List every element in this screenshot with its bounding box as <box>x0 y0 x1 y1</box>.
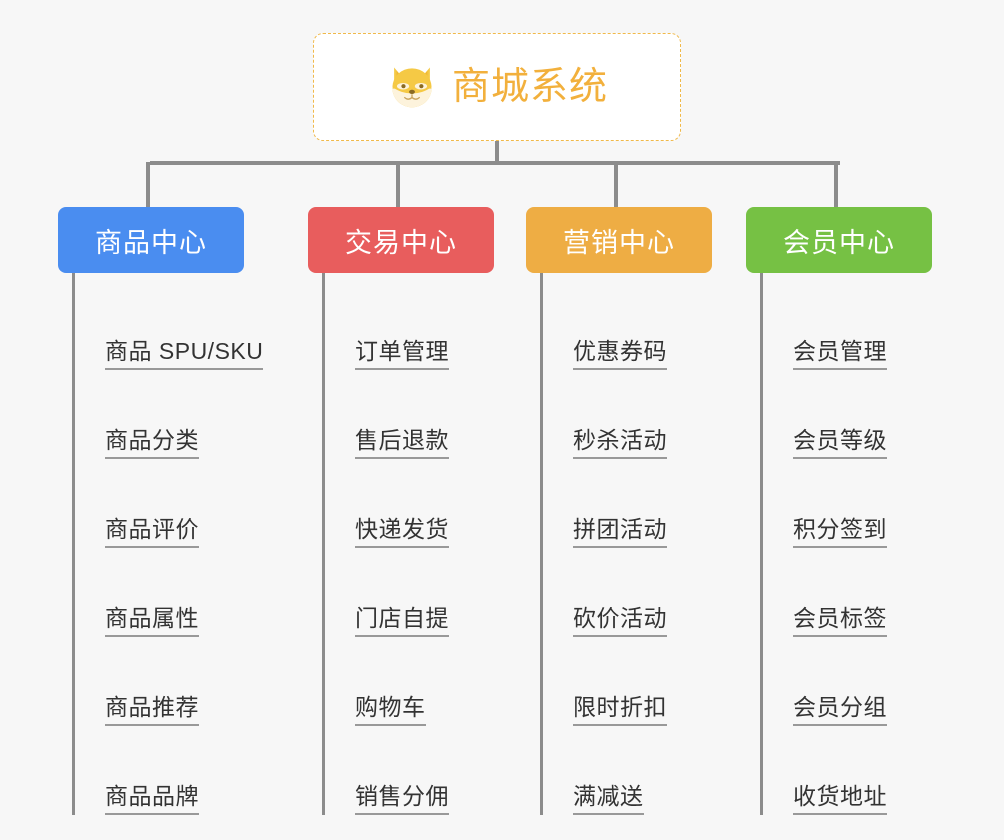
list-item[interactable]: 秒杀活动 <box>543 370 712 459</box>
column-member-center: 会员中心会员管理会员等级积分签到会员标签会员分组收货地址 <box>746 207 932 815</box>
leaf-list-product-center: 商品 SPU/SKU 商品分类商品评价商品属性商品推荐商品品牌 <box>72 273 264 815</box>
list-item[interactable]: 优惠券码 <box>543 281 712 370</box>
column-trade-center: 交易中心订单管理售后退款快递发货门店自提购物车销售分佣 <box>308 207 494 815</box>
root-title: 商城系统 <box>451 66 608 108</box>
leaf-label: 满减送 <box>573 783 644 815</box>
connector-horizontal-bus <box>150 161 840 165</box>
leaf-label: 门店自提 <box>355 605 449 637</box>
list-item[interactable]: 会员标签 <box>763 548 932 637</box>
list-item[interactable]: 收货地址 <box>763 726 932 815</box>
list-item[interactable]: 商品评价 <box>75 459 244 548</box>
leaf-label: 商品品牌 <box>105 783 199 815</box>
connector-drop-product-center <box>146 162 150 208</box>
list-item[interactable]: 砍价活动 <box>543 548 712 637</box>
list-item[interactable]: 满减送 <box>543 726 712 815</box>
leaf-label: 快递发货 <box>355 516 449 548</box>
leaf-label: 商品 SPU/SKU <box>105 338 264 370</box>
column-header-product-center[interactable]: 商品中心 <box>58 207 244 273</box>
shiba-dog-icon <box>386 61 438 113</box>
leaf-label: 商品属性 <box>105 605 199 637</box>
list-item[interactable]: 销售分佣 <box>325 726 494 815</box>
leaf-label: 秒杀活动 <box>573 427 667 459</box>
list-item[interactable]: 商品品牌 <box>75 726 244 815</box>
list-item[interactable]: 订单管理 <box>325 281 494 370</box>
leaf-label: 售后退款 <box>355 427 449 459</box>
leaf-label: 商品推荐 <box>105 694 199 726</box>
list-item[interactable]: 购物车 <box>325 637 494 726</box>
list-item[interactable]: 积分签到 <box>763 459 932 548</box>
list-item[interactable]: 限时折扣 <box>543 637 712 726</box>
column-header-member-center[interactable]: 会员中心 <box>746 207 932 273</box>
leaf-label: 商品分类 <box>105 427 199 459</box>
list-item[interactable]: 快递发货 <box>325 459 494 548</box>
list-item[interactable]: 售后退款 <box>325 370 494 459</box>
list-item[interactable]: 商品 SPU/SKU <box>75 281 264 370</box>
column-marketing-center: 营销中心优惠券码秒杀活动拼团活动砍价活动限时折扣满减送 <box>526 207 712 815</box>
connector-trunk-vertical <box>495 141 499 165</box>
leaf-label: 会员分组 <box>793 694 887 726</box>
leaf-list-trade-center: 订单管理售后退款快递发货门店自提购物车销售分佣 <box>322 273 494 815</box>
leaf-label: 销售分佣 <box>355 783 449 815</box>
leaf-list-member-center: 会员管理会员等级积分签到会员标签会员分组收货地址 <box>760 273 932 815</box>
leaf-label: 订单管理 <box>355 338 449 370</box>
leaf-label: 砍价活动 <box>573 605 667 637</box>
leaf-label: 优惠券码 <box>573 338 667 370</box>
list-item[interactable]: 门店自提 <box>325 548 494 637</box>
leaf-label: 积分签到 <box>793 516 887 548</box>
list-item[interactable]: 拼团活动 <box>543 459 712 548</box>
column-header-trade-center[interactable]: 交易中心 <box>308 207 494 273</box>
leaf-label: 拼团活动 <box>573 516 667 548</box>
list-item[interactable]: 会员管理 <box>763 281 932 370</box>
column-product-center: 商品中心商品 SPU/SKU 商品分类商品评价商品属性商品推荐商品品牌 <box>58 207 264 815</box>
connector-drop-member-center <box>834 162 838 208</box>
connector-drop-marketing-center <box>614 162 618 208</box>
leaf-label: 购物车 <box>355 694 426 726</box>
list-item[interactable]: 会员分组 <box>763 637 932 726</box>
leaf-label: 会员管理 <box>793 338 887 370</box>
list-item[interactable]: 商品推荐 <box>75 637 244 726</box>
leaf-label: 限时折扣 <box>573 694 667 726</box>
list-item[interactable]: 商品分类 <box>75 370 244 459</box>
column-header-marketing-center[interactable]: 营销中心 <box>526 207 712 273</box>
leaf-label: 收货地址 <box>793 783 887 815</box>
leaf-label: 会员标签 <box>793 605 887 637</box>
root-node[interactable]: 商城系统 <box>313 33 681 141</box>
list-item[interactable]: 商品属性 <box>75 548 244 637</box>
list-item[interactable]: 会员等级 <box>763 370 932 459</box>
leaf-label: 商品评价 <box>105 516 199 548</box>
connector-drop-trade-center <box>396 162 400 208</box>
leaf-label: 会员等级 <box>793 427 887 459</box>
leaf-list-marketing-center: 优惠券码秒杀活动拼团活动砍价活动限时折扣满减送 <box>540 273 712 815</box>
